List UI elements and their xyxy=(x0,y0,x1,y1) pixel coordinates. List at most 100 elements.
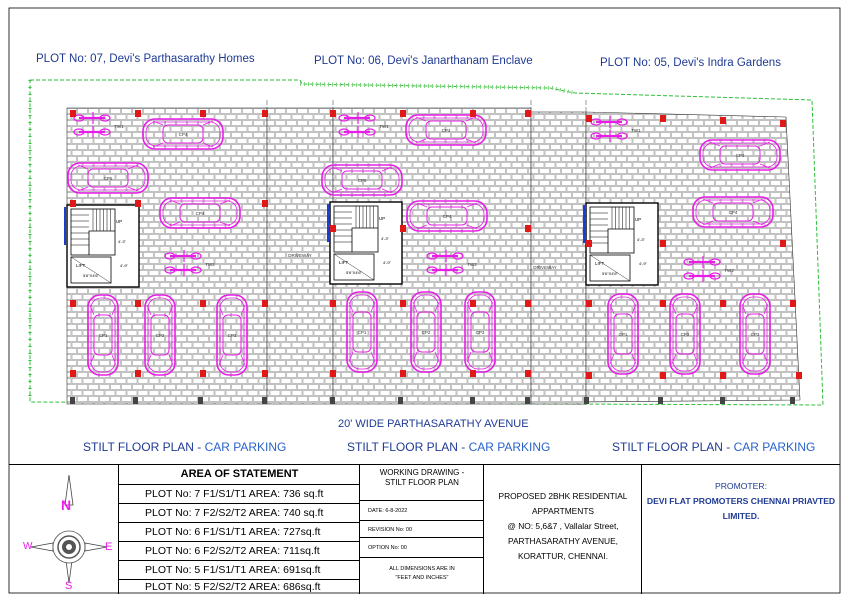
two-wheeler-icon: TW1 xyxy=(73,112,124,138)
structural-column xyxy=(470,110,476,117)
structural-column xyxy=(586,372,592,379)
structural-column xyxy=(330,225,336,232)
car-parking-icon: CP2 xyxy=(144,294,176,376)
drawing-title-line2: STILT FLOOR PLAN xyxy=(385,478,459,487)
dimensions-note-line1: ALL DIMENSIONS ARE IN xyxy=(389,566,455,572)
car-label: CP4 xyxy=(443,214,452,219)
plan-title-6: STILT FLOOR PLAN - CAR PARKING xyxy=(347,440,551,454)
structural-column xyxy=(330,370,336,377)
promoter-name-line1: DEVI FLAT PROMOTERS CHENNAI PRIAVTED xyxy=(646,496,836,506)
area-statement-heading: AREA OF STATEMENT xyxy=(180,468,299,480)
structural-column xyxy=(330,300,336,307)
structural-column xyxy=(262,200,268,207)
structural-column xyxy=(135,200,141,207)
boundary-post xyxy=(658,397,663,404)
area-statement-table: AREA OF STATEMENT PLOT No: 7 F1/S1/T1 AR… xyxy=(119,465,360,594)
structural-column xyxy=(470,370,476,377)
car-parking-icon: CP2 xyxy=(410,291,442,373)
project-line: PARTHASARATHY AVENUE, xyxy=(508,536,618,546)
structural-column xyxy=(796,372,802,379)
car-label: CP4 xyxy=(736,153,745,158)
project-line: PROPOSED 2BHK RESIDENTIAL xyxy=(498,491,628,501)
boundary-post xyxy=(720,397,725,404)
plan-title-5: STILT FLOOR PLAN - CAR PARKING xyxy=(612,440,816,454)
car-parking-icon: CP3 xyxy=(216,294,248,376)
site-boundary xyxy=(29,79,824,406)
structural-column xyxy=(70,200,76,207)
boundary-post xyxy=(584,397,589,404)
structural-column xyxy=(400,110,406,117)
structural-column xyxy=(262,300,268,307)
structural-column xyxy=(586,240,592,247)
structural-column xyxy=(262,370,268,377)
structural-column xyxy=(720,300,726,307)
title-block: N S E W AREA OF STATEMENT PLOT No: 7 F1/… xyxy=(9,464,840,594)
promoter-name-line2: LIMITED. xyxy=(722,511,760,521)
driveway-label: DRIVEWAY xyxy=(533,265,557,270)
revision-number: REVISION No: 00 xyxy=(368,527,413,533)
structural-column xyxy=(780,240,786,247)
structural-column xyxy=(525,300,531,307)
car-label: CP2 xyxy=(422,330,431,335)
compass-west-label: W xyxy=(23,541,33,552)
area-row: PLOT No: 7 F1/S1/T1 AREA: 736 sq.ft xyxy=(119,484,360,503)
structural-column xyxy=(525,370,531,377)
boundary-post xyxy=(198,397,203,404)
project-cell: PROPOSED 2BHK RESIDENTIAL APPARTMENTS @ … xyxy=(484,465,642,594)
structural-column xyxy=(330,110,336,117)
boundary-post xyxy=(398,397,403,404)
two-wheeler-label: TW1 xyxy=(379,124,389,129)
two-wheeler-icon: TW2 xyxy=(164,250,215,276)
two-wheeler-icon: TW2 xyxy=(683,256,734,282)
car-label: CP4 xyxy=(442,128,451,133)
two-wheeler-label: TW2 xyxy=(724,268,734,273)
stair-lift-core xyxy=(583,202,659,286)
structural-column xyxy=(790,300,796,307)
compass-cell: N S E W xyxy=(9,465,119,594)
plot-title-5: PLOT No: 05, Devi's Indra Gardens xyxy=(600,57,781,69)
stair-up-label: UP xyxy=(379,216,385,221)
option-number: OPTION No: 00 xyxy=(368,545,407,551)
structural-column xyxy=(660,300,666,307)
project-line: @ NO: 5,6&7 , Vallalar Street, xyxy=(507,521,619,531)
structural-column xyxy=(720,372,726,379)
street-label: 20' WIDE PARTHASARATHY AVENUE xyxy=(338,418,529,430)
two-wheeler-label: TW2 xyxy=(205,262,215,267)
boundary-post xyxy=(470,397,475,404)
stair-lift-core xyxy=(64,204,140,288)
compass-north-label: N xyxy=(61,497,72,513)
car-label: CP4 xyxy=(179,132,188,137)
structural-column xyxy=(400,300,406,307)
area-row: PLOT No: 6 F2/S2/T2 AREA: 711sq.ft xyxy=(119,541,360,560)
compass-east-label: E xyxy=(105,541,113,553)
car-parking-icon: CP1 xyxy=(87,294,119,376)
car-label: CP1 xyxy=(358,330,367,335)
boundary-post xyxy=(525,397,530,404)
plot-title-7: PLOT No: 07, Devi's Parthasarathy Homes xyxy=(36,53,255,65)
compass-south-label: S xyxy=(65,580,73,592)
boundary-post xyxy=(133,397,138,404)
hedge-top xyxy=(299,82,576,95)
area-row: PLOT No: 5 F1/S1/T1 AREA: 691sq.ft xyxy=(119,560,360,579)
structural-column xyxy=(525,110,531,117)
structural-column xyxy=(470,300,476,307)
structural-column xyxy=(135,300,141,307)
car-label: CP4 xyxy=(196,211,205,216)
car-parking-icon: CP3 xyxy=(739,293,771,375)
lift-dimension: 4'-9" xyxy=(120,263,129,268)
structural-column xyxy=(720,117,726,124)
area-row: PLOT No: 7 F2/S2/T2 AREA: 740 sq.ft xyxy=(119,503,360,522)
area-row: PLOT No: 6 F1/S1/T1 AREA: 727sq.ft xyxy=(119,522,360,541)
stair-dimension: 4'-3" xyxy=(637,237,646,242)
car-parking-icon: CP4 xyxy=(699,139,781,171)
structural-column xyxy=(660,115,666,122)
compass-rose-icon xyxy=(30,474,108,584)
promoter-heading: PROMOTER: xyxy=(714,481,768,491)
car-parking-icon: CP4 xyxy=(405,114,487,146)
structural-column xyxy=(400,370,406,377)
structural-column xyxy=(780,120,786,127)
project-line: APPARTMENTS xyxy=(531,506,595,516)
car-parking-icon: CP2 xyxy=(669,293,701,375)
structural-column xyxy=(525,225,531,232)
